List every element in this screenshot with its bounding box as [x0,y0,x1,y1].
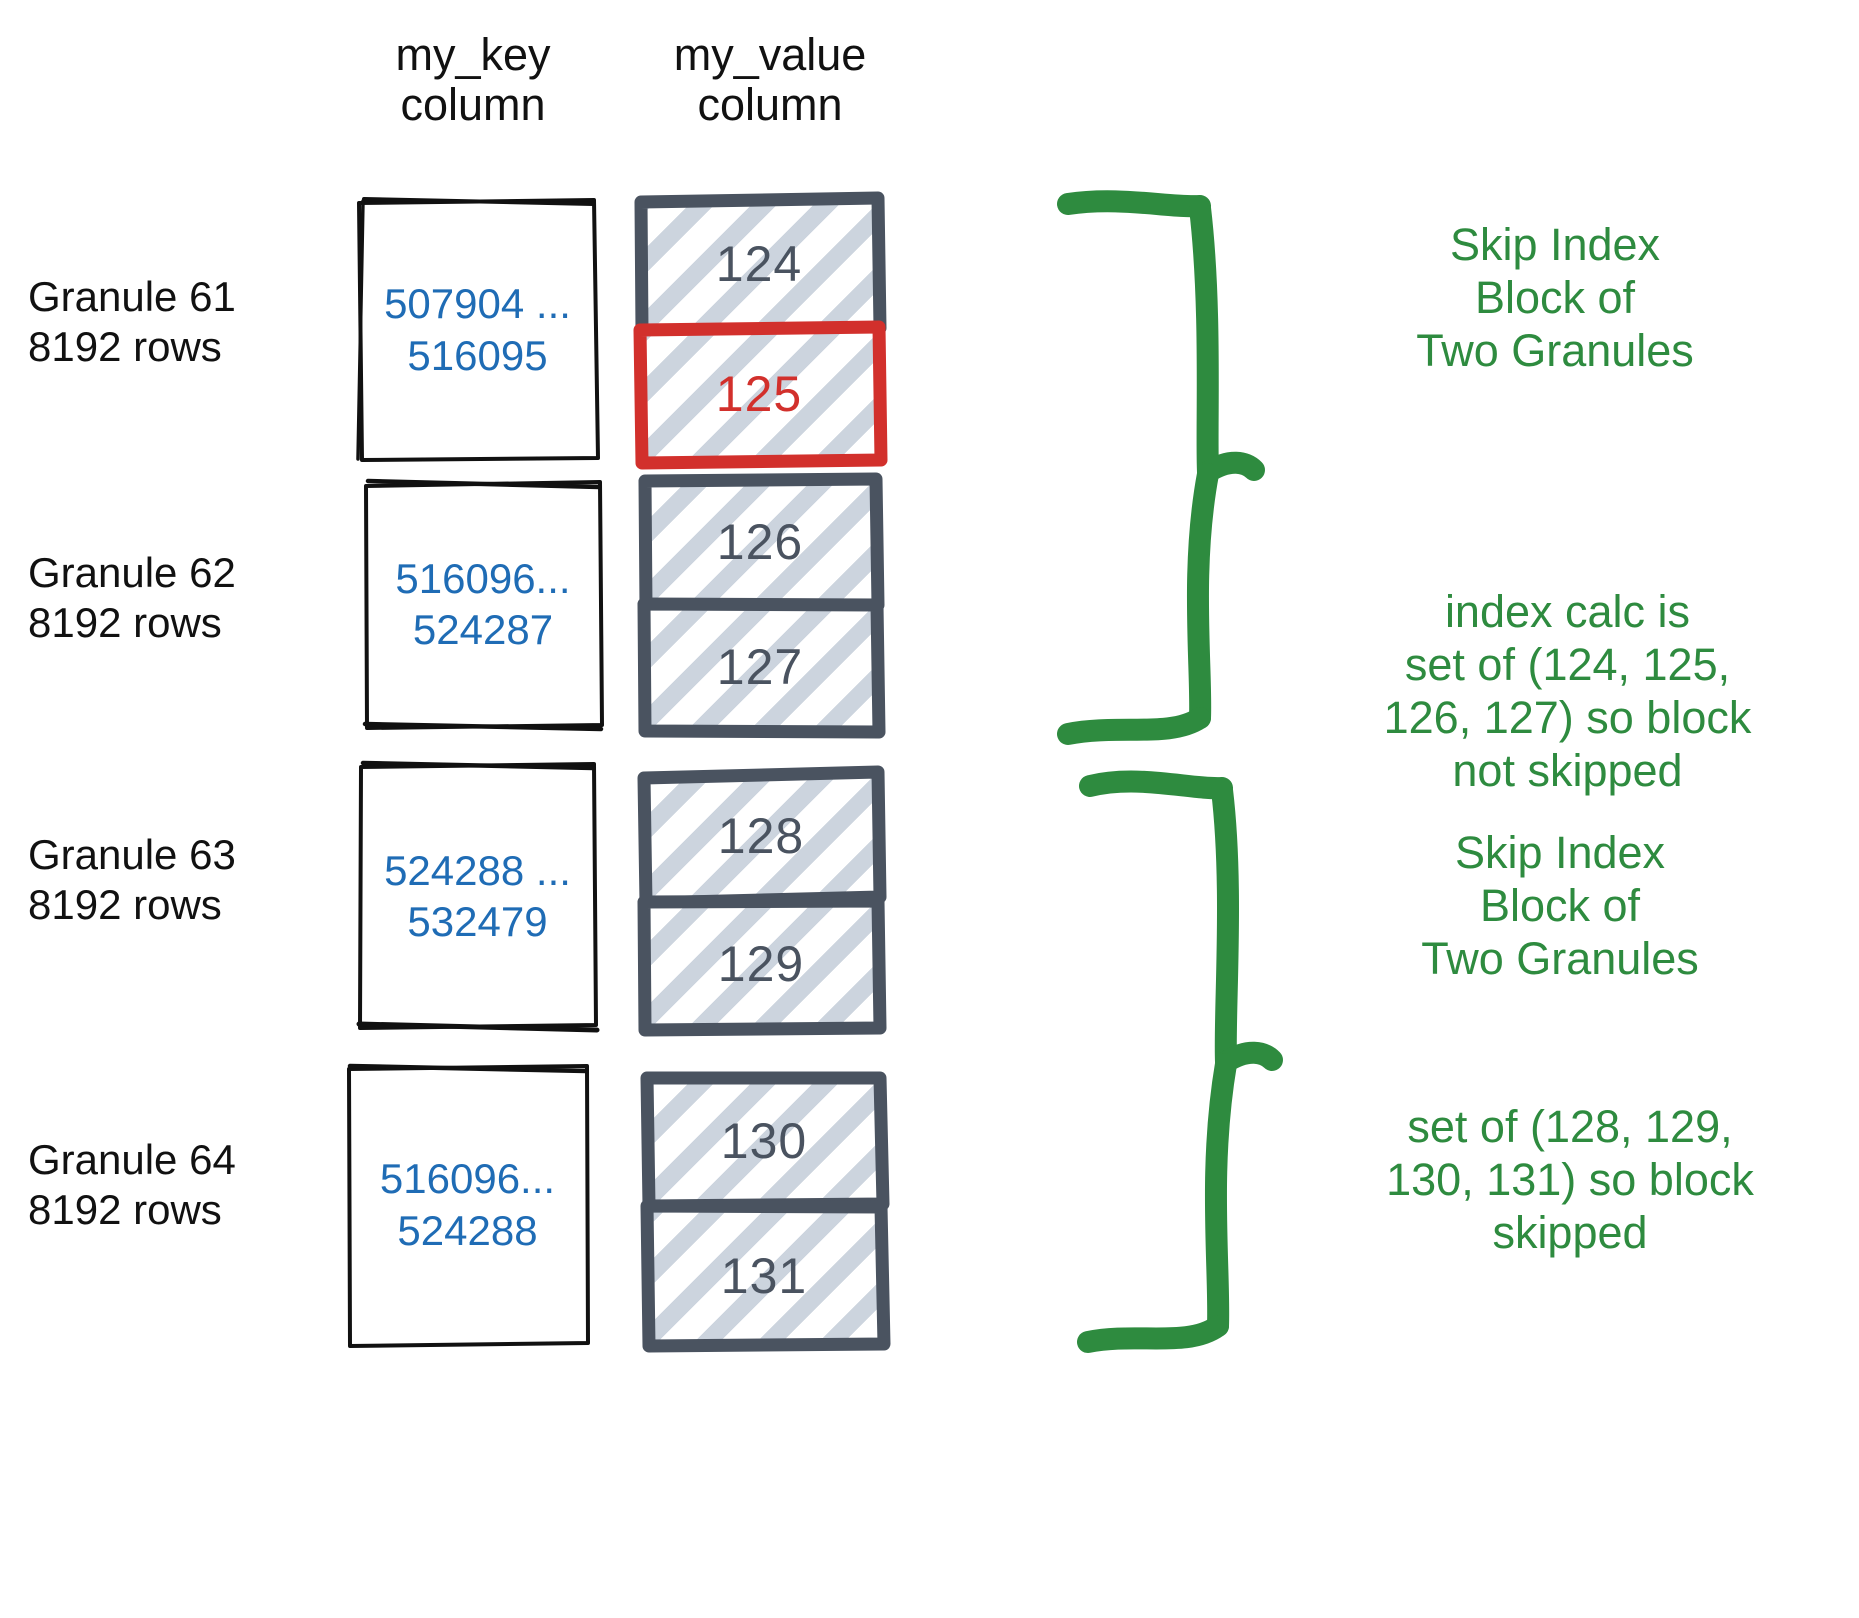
key-range-granule-62: 516096... 524287 [395,554,571,653]
value-box-125: 125 [633,320,888,470]
hatch-fill [645,903,877,1025]
sketch-rect-outline [637,597,886,739]
value-text-131: 131 [720,1247,808,1304]
hatch-fill [648,1208,880,1343]
hatch-fill [648,1078,880,1203]
sketch-rect-outline [362,478,604,732]
sketch-rect-outline [640,1199,891,1353]
value-box-124: 124 [634,191,887,338]
sketch-rect-outline-highlight [633,320,888,470]
key-range-granule-61: 507904 ... 516095 [384,280,571,379]
column-header-my-value: my_value column [673,29,867,131]
annotation-set-skipped: set of (128, 129, 130, 131) so block ski… [1386,1101,1754,1259]
column-header-my-key: my_key column [395,29,551,131]
value-text-129: 129 [717,936,805,992]
skip-index-bracket-top [1057,190,1265,745]
hatch-fill [644,606,876,728]
value-text-125: 125 [715,365,803,422]
value-text-130: 130 [720,1112,808,1169]
sketch-rect-outline [356,760,600,1033]
key-range-granule-63: 524288 ... 532479 [384,846,571,945]
sketch-rect-outline [637,894,887,1037]
hatch-fill [645,775,877,897]
hatch-fill [640,200,878,327]
granule-label-64: Granule 64 8192 rows [28,1136,236,1233]
value-box-131: 131 [640,1199,891,1353]
value-box-129: 129 [637,894,887,1037]
sketch-rect-outline [347,1063,590,1348]
value-box-130: 130 [640,1071,890,1213]
granule-label-63: Granule 63 8192 rows [28,831,236,928]
key-box-granule-64: 516096... 524288 [344,1062,591,1348]
skip-index-bracket-bottom [1077,770,1283,1353]
key-box-granule-61: 507904 ... 516095 [355,197,600,462]
granule-label-61: Granule 61 8192 rows [28,273,236,370]
value-text-124: 124 [715,235,803,292]
value-box-128: 128 [637,765,887,910]
value-text-126: 126 [716,514,804,570]
key-range-granule-64: 516096... 524288 [379,1155,556,1254]
hatch-fill [644,481,876,603]
hatch-fill [640,330,878,457]
annotation-index-calc-not-skipped: index calc is set of (124, 125, 126, 127… [1383,586,1752,797]
value-box-126: 126 [638,472,885,615]
key-box-granule-63: 524288 ... 532479 [356,760,600,1033]
key-box-granule-62: 516096... 524287 [362,478,604,732]
granule-label-62: Granule 62 8192 rows [28,549,236,646]
value-box-127: 127 [637,597,886,739]
annotation-skip-index-block-top: Skip Index Block of Two Granules [1416,219,1694,377]
value-text-128: 128 [717,808,805,864]
value-text-127: 127 [716,639,804,695]
sketch-rect-outline [356,197,600,462]
annotation-skip-index-block-bottom: Skip Index Block of Two Granules [1421,827,1699,985]
